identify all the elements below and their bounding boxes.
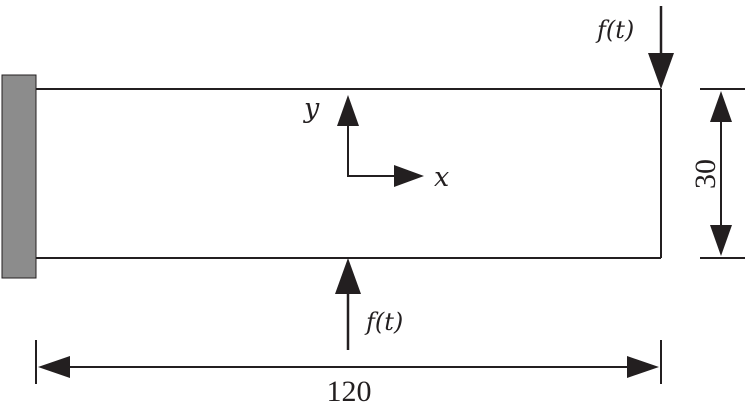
beam — [36, 88, 662, 259]
height-arrowhead-top — [710, 91, 732, 122]
force-label-bottom: f(t) — [364, 308, 403, 336]
force-label-top: f(t) — [595, 16, 634, 44]
y-axis-label: y — [303, 93, 320, 124]
height-dimension-label: 30 — [689, 159, 722, 189]
x-axis-arrowhead — [394, 165, 424, 187]
length-arrowhead-left — [38, 356, 70, 378]
force-arrow-top — [648, 6, 674, 89]
force-arrow-bottom — [335, 258, 361, 350]
y-axis-arrowhead — [337, 95, 359, 126]
height-dimension — [700, 88, 745, 259]
length-dimension — [35, 340, 662, 384]
length-arrowhead-right — [627, 356, 659, 378]
height-arrowhead-bottom — [710, 225, 732, 256]
length-dimension-label: 120 — [327, 375, 372, 408]
fixed-wall-support — [1, 74, 37, 279]
x-axis-label: x — [434, 162, 449, 193]
coordinate-axes — [337, 95, 424, 187]
